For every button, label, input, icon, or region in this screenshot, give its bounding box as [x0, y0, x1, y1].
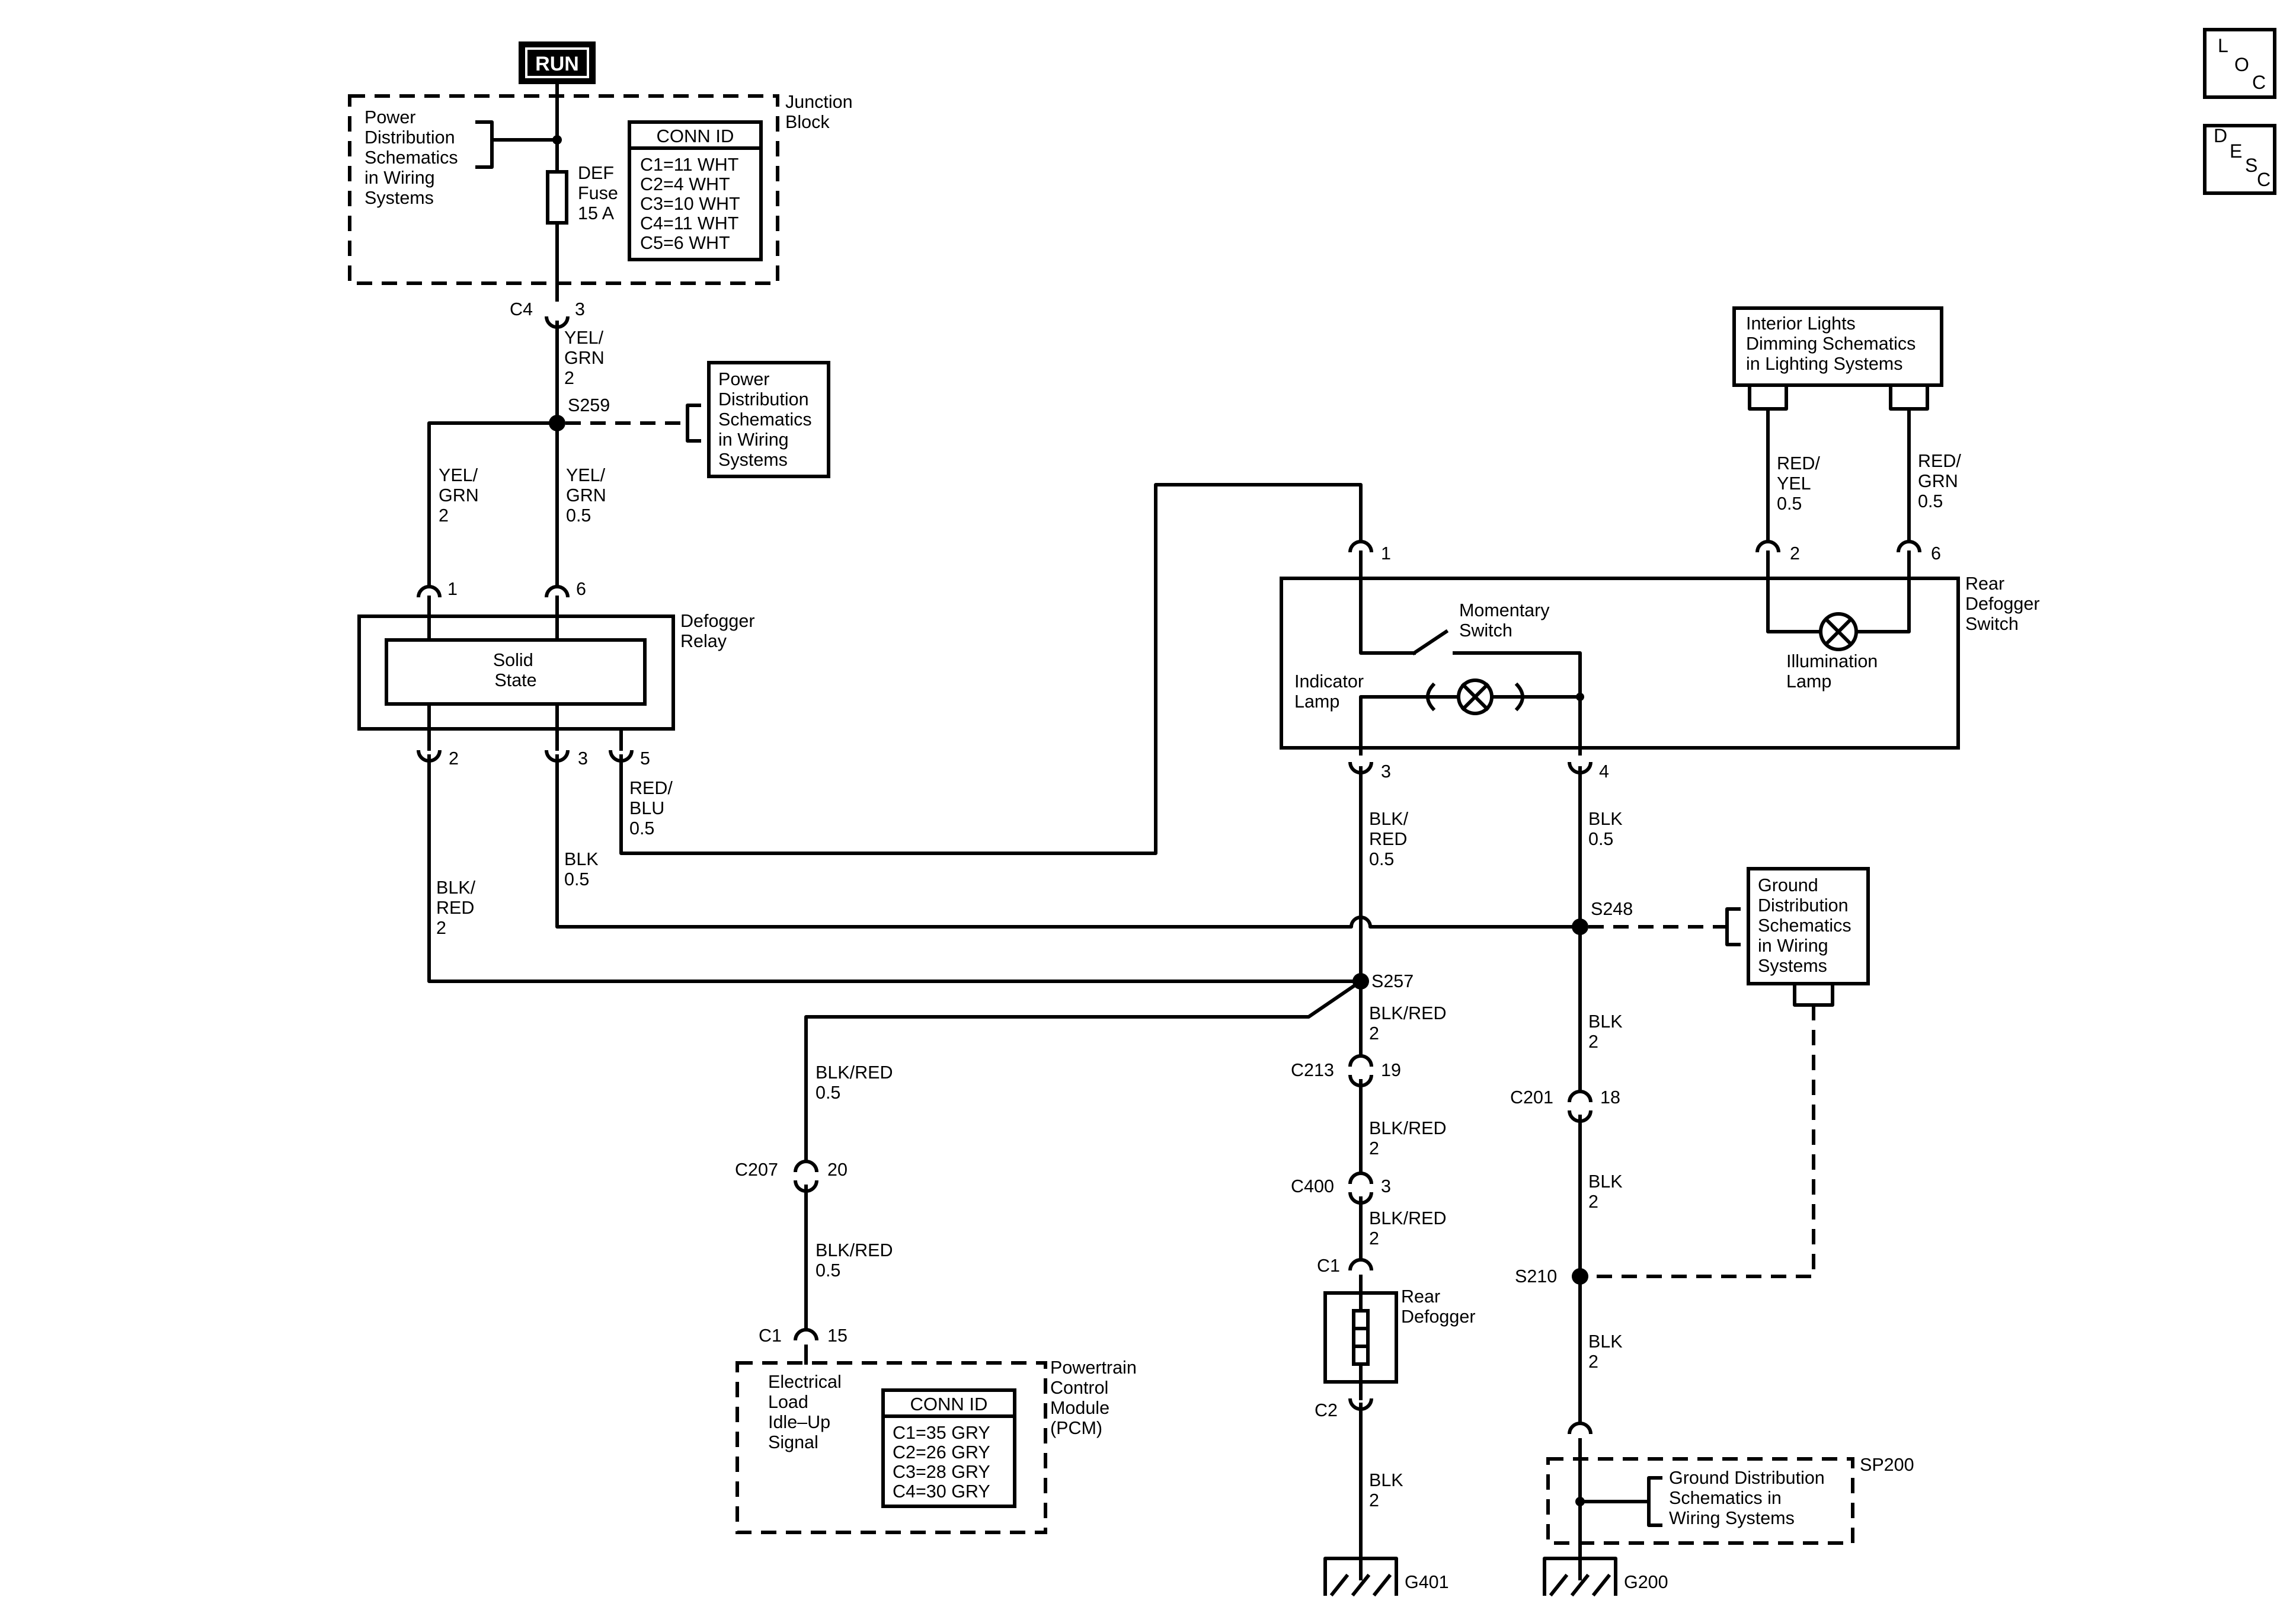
rear-defogger-switch-label: Rear Defogger Switch — [1965, 574, 2045, 634]
wire-blk-red-05-pcm-b: BLK/RED 0.5 — [816, 1240, 898, 1281]
s210-label: S210 — [1515, 1266, 1557, 1286]
ground-distribution-box — [1747, 867, 1870, 985]
run-label-box: RUN — [519, 41, 596, 84]
defogger-relay — [357, 614, 675, 731]
sp200-box — [1546, 1457, 1854, 1545]
pcm-label: Powertrain Control Module (PCM) — [1050, 1358, 1141, 1438]
c400-pin: 3 — [1381, 1176, 1391, 1196]
switch-pin-6: 6 — [1931, 543, 1941, 564]
junction-block-label: Junction Block — [785, 92, 858, 132]
power-distribution-box-2 — [707, 361, 830, 478]
momentary-switch-blade — [1411, 629, 1449, 656]
rear-defogger-c2-label: C2 — [1315, 1400, 1338, 1420]
loc-icon[interactable]: L O C — [2203, 28, 2276, 99]
g401-label: G401 — [1405, 1572, 1449, 1592]
momentary-switch-label: Momentary Switch — [1459, 600, 1555, 641]
jb-power-distribution-text: Power Distribution Schematics in Wiring … — [364, 107, 463, 208]
c201-pin: 18 — [1600, 1087, 1620, 1108]
wire-red-blu-05: RED/ BLU 0.5 — [629, 778, 677, 838]
junction-block — [348, 94, 779, 285]
switch-pin-1: 1 — [1381, 543, 1391, 564]
desc-icon[interactable]: D E S C — [2203, 124, 2276, 195]
pcm-c1-label: C1 — [759, 1326, 782, 1346]
rear-defogger-switch — [1280, 577, 1960, 750]
wire-blk-red-2-c400: BLK/RED 2 — [1369, 1208, 1451, 1249]
svg-text:O: O — [2234, 54, 2249, 75]
relay-pin-5: 5 — [640, 748, 650, 769]
wire-blk-red-05-switch: BLK/ RED 0.5 — [1369, 809, 1414, 869]
rear-defogger-label: Rear Defogger — [1401, 1286, 1475, 1327]
wire-blk-2-s210: BLK 2 — [1588, 1331, 1627, 1372]
powertrain-control-module — [736, 1361, 1047, 1534]
illumination-lamp-icon — [1819, 612, 1858, 651]
c201-label: C201 — [1510, 1087, 1553, 1108]
dimming-schematics-box — [1732, 306, 1943, 387]
defogger-relay-label: Defogger Relay — [680, 611, 760, 651]
relay-pin-1: 1 — [447, 579, 458, 599]
wire-blk-red-05-pcm-a: BLK/RED 0.5 — [816, 1062, 898, 1103]
ground-g401-icon — [1323, 1557, 1398, 1597]
indicator-lamp-icon — [1426, 678, 1524, 715]
wire-blk-red-2-relay: BLK/ RED 2 — [436, 878, 481, 938]
c213-pin: 19 — [1381, 1060, 1401, 1080]
wire-yel-grn-05: YEL/ GRN 0.5 — [566, 465, 611, 526]
wire-blk-red-2-s257: BLK/RED 2 — [1369, 1003, 1451, 1044]
switch-pin-3: 3 — [1381, 761, 1391, 782]
svg-text:S: S — [2245, 155, 2257, 176]
electrical-load-signal-label: Electrical Load Idle–Up Signal — [768, 1372, 846, 1452]
conn-id-title: CONN ID — [657, 126, 734, 146]
pcm-c1-pin: 15 — [827, 1326, 848, 1346]
wire-blk-05-switch: BLK 0.5 — [1588, 809, 1627, 849]
s259-label: S259 — [568, 395, 610, 415]
s248-label: S248 — [1591, 899, 1633, 919]
power-distribution-text-2: Power Distribution Schematics in Wiring … — [718, 369, 817, 470]
pcm-conn-id-table: CONN ID C1=35 GRY C2=26 GRY C3=28 GRY C4… — [881, 1388, 1016, 1508]
switch-pin-2: 2 — [1790, 543, 1800, 564]
ground-distribution-text: Ground Distribution Schematics in Wiring… — [1758, 875, 1856, 976]
relay-pin-6: 6 — [576, 579, 586, 599]
ground-distribution-text-2: Ground Distribution Schematics in Wiring… — [1669, 1468, 1830, 1528]
sp200-label: SP200 — [1860, 1455, 1914, 1475]
relay-pin-3: 3 — [578, 748, 588, 769]
wire-blk-2-g401: BLK 2 — [1369, 1470, 1408, 1510]
dimming-schematics-text: Interior Lights Dimming Schematics in Li… — [1746, 313, 1921, 374]
indicator-lamp-label: Indicator Lamp — [1294, 671, 1368, 712]
wire-yel-grn-2-left: YEL/ GRN 2 — [439, 465, 484, 526]
pcm-conn-rows: C1=35 GRY C2=26 GRY C3=28 GRY C4=30 GRY — [893, 1423, 995, 1502]
c213-label: C213 — [1291, 1060, 1334, 1080]
rear-defogger-c1-label: C1 — [1317, 1256, 1340, 1276]
svg-text:D: D — [2214, 125, 2227, 146]
rear-defogger-grid-icon — [1323, 1275, 1398, 1400]
c400-label: C400 — [1291, 1176, 1334, 1196]
jb-conn-rows: C1=11 WHT C2=4 WHT C3=10 WHT C4=11 WHT C… — [640, 155, 745, 253]
wire-red-grn-05: RED/ GRN 0.5 — [1918, 451, 1966, 511]
svg-text:L: L — [2218, 35, 2228, 56]
c4-pin: 3 — [575, 299, 585, 319]
s257-label: S257 — [1371, 971, 1414, 991]
c207-label: C207 — [735, 1160, 778, 1180]
jb-conn-id-table: CONN ID C1=11 WHT C2=4 WHT C3=10 WHT C4=… — [628, 120, 763, 261]
def-fuse-symbol — [546, 170, 568, 225]
illumination-lamp-label: Illumination Lamp — [1786, 651, 1883, 692]
svg-text:C: C — [2252, 72, 2266, 93]
wire-blk-2-s248: BLK 2 — [1588, 1012, 1627, 1052]
g200-label: G200 — [1624, 1572, 1668, 1592]
wire-blk-05-relay: BLK 0.5 — [564, 849, 603, 889]
c4-label: C4 — [510, 299, 533, 319]
wire-blk-red-2-c213: BLK/RED 2 — [1369, 1118, 1451, 1158]
c207-pin: 20 — [827, 1160, 848, 1180]
def-fuse-label: DEF Fuse 15 A — [578, 163, 623, 223]
wire-blk-2-c201: BLK 2 — [1588, 1172, 1627, 1212]
ground-g200-icon — [1543, 1557, 1617, 1597]
wire-red-yel-05: RED/ YEL 0.5 — [1777, 453, 1825, 514]
pcm-conn-id-title: CONN ID — [910, 1394, 988, 1414]
relay-pin-2: 2 — [449, 748, 459, 769]
solid-state-label: Solid State — [493, 650, 538, 690]
wire-yel-grn-2: YEL/ GRN 2 — [564, 328, 609, 388]
run-label: RUN — [535, 53, 579, 75]
svg-text:E: E — [2230, 140, 2242, 162]
switch-pin-4: 4 — [1599, 761, 1609, 782]
svg-text:C: C — [2257, 169, 2271, 190]
